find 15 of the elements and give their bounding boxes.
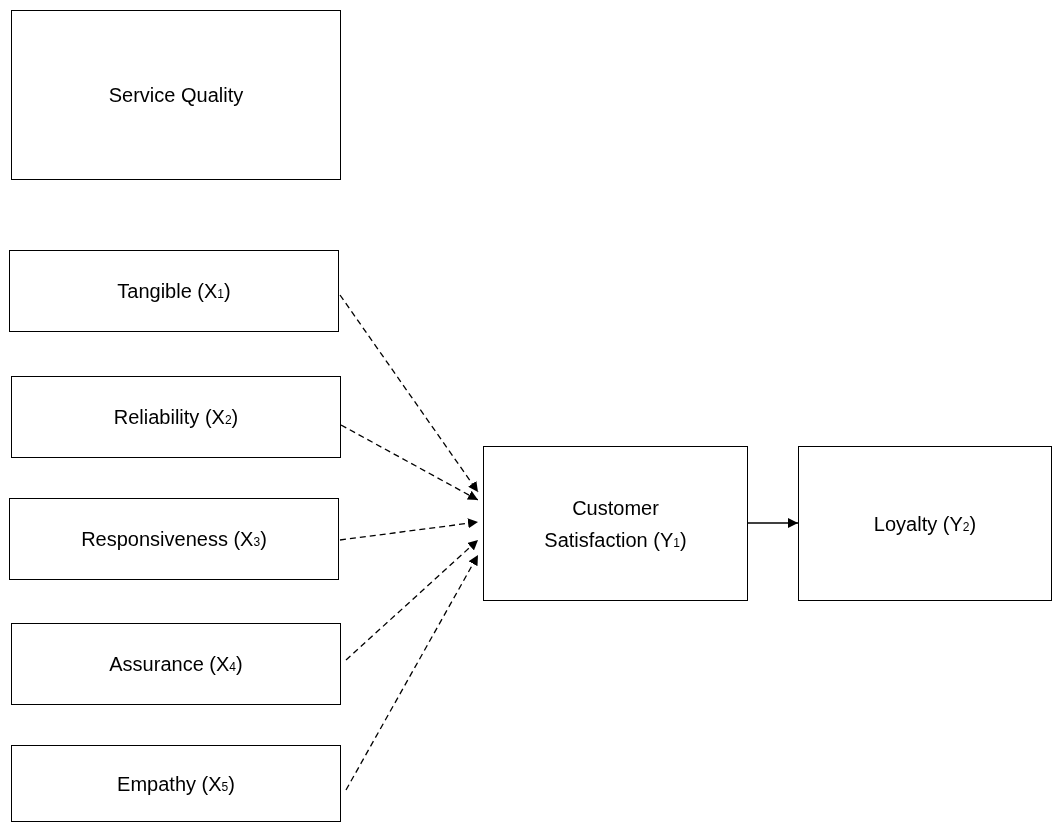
arrow <box>339 294 479 493</box>
arrow <box>747 518 799 528</box>
process-box <box>11 376 341 458</box>
process-box <box>11 745 341 822</box>
process-box <box>798 446 1052 601</box>
process-box <box>11 10 341 180</box>
box-label: Service Quality <box>108 83 244 108</box>
arrow <box>340 424 479 501</box>
process-box <box>483 446 748 601</box>
process-box <box>11 623 341 705</box>
arrow <box>345 539 479 661</box>
process-box <box>9 250 339 332</box>
process-box <box>9 498 339 580</box>
arrow <box>339 518 479 541</box>
arrow <box>345 554 479 791</box>
